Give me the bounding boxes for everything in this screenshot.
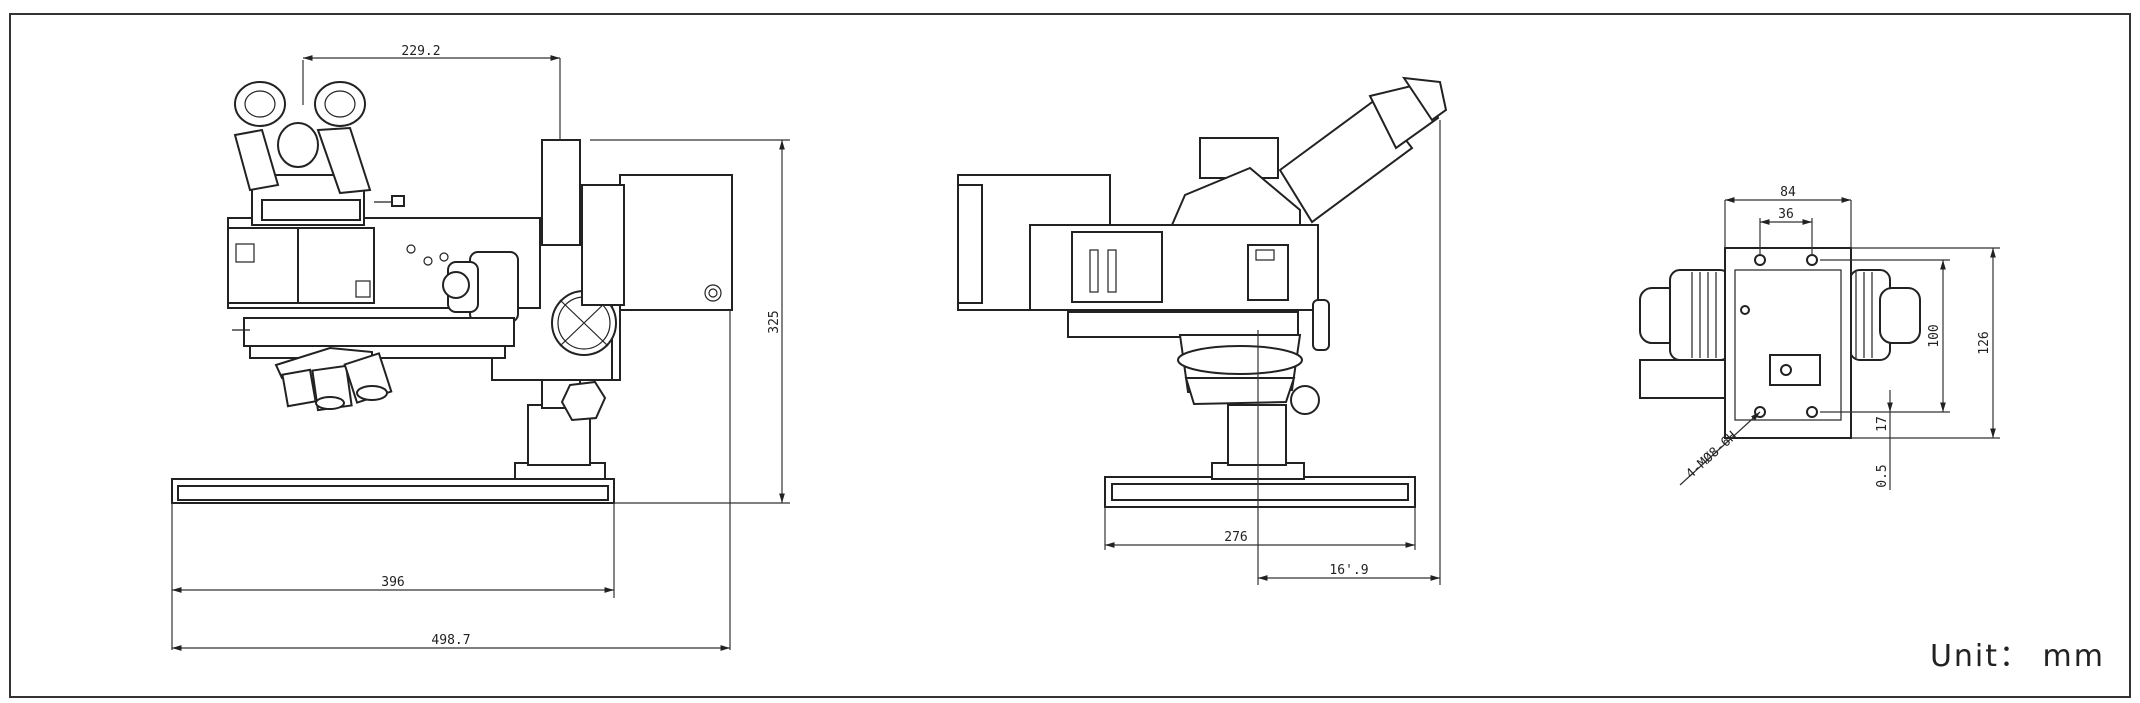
front-dim-overall: 498.7 <box>431 633 470 648</box>
front-dim-height: 325 <box>767 310 782 333</box>
top-dim-height-inner: 100 <box>1927 324 1942 347</box>
unit-label: Unit： mm <box>1930 639 2105 674</box>
top-dim-height-outer: 126 <box>1977 331 1992 354</box>
top-dim-edge: 17 <box>1875 416 1890 432</box>
side-view: 276 16'.9 <box>957 76 1448 585</box>
front-view: 229.2 325 396 498.7 <box>171 44 790 651</box>
top-view: 84 36 100 126 17 0.5 4-MØ8-6H <box>1639 185 2000 490</box>
front-dim-base: 396 <box>381 575 404 590</box>
front-dim-top: 229.2 <box>401 44 440 59</box>
drawing-frame <box>9 13 2131 698</box>
top-hole-callout: 4-MØ8-6H <box>1683 429 1740 482</box>
top-dim-inner: 36 <box>1778 207 1794 222</box>
top-dim-small: 0.5 <box>1875 464 1890 487</box>
top-dim-width: 84 <box>1780 185 1796 200</box>
side-dim-base: 276 <box>1224 530 1247 545</box>
side-dim-offset: 16'.9 <box>1329 563 1368 578</box>
